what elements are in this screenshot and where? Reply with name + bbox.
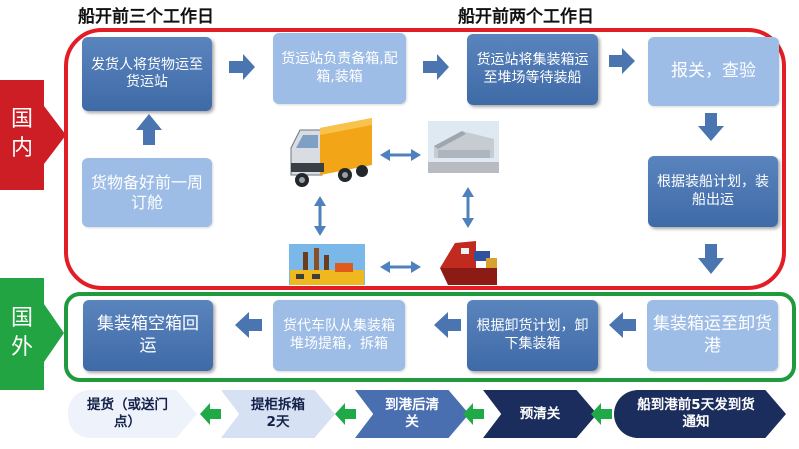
timeline-step-delivery: 提货（或送门点） — [68, 390, 197, 438]
step-booking: 货物备好前一周订舱 — [82, 158, 212, 227]
timeline-step-delivery-label: 提货（或送门点） — [87, 397, 168, 430]
timeline-step-preclear: 预清关 — [483, 390, 597, 438]
ship-icon — [440, 241, 497, 285]
step-container-to-yard: 货运站将集装箱运至堆场等待装船 — [467, 34, 598, 105]
timeline-step-preclear-label: 预清关 — [519, 405, 561, 422]
warehouse-icon — [428, 121, 499, 173]
step-forwarder: 货代车队从集装箱堆场提箱，拆箱 — [273, 300, 405, 371]
domestic-tab-pointer — [44, 106, 66, 164]
step-return-empty: 集装箱空箱回运 — [83, 300, 213, 371]
timeline-step-notice: 船到港前5天发到货通知 — [614, 390, 786, 438]
arrow-right-3 — [609, 48, 635, 74]
region-foreign-label: 国外 — [10, 306, 33, 360]
step-station-packing: 货运站负责备箱,配箱,装箱 — [273, 33, 406, 104]
arrow-left-2 — [434, 312, 461, 338]
header-three-days: 船开前三个工作日 — [78, 7, 214, 27]
foreign-tab-pointer — [44, 304, 64, 362]
timeline-step-clearance-label: 到港后清关 — [385, 397, 439, 430]
link-warehouse-ship-head-down — [462, 218, 474, 228]
foreign-frame — [64, 292, 796, 382]
factory-icon — [289, 244, 365, 285]
step-arrive-port: 集装箱运至卸货港 — [647, 300, 778, 371]
link-truck-factory-head-down — [314, 226, 326, 236]
step-customs: 报关，查验 — [648, 37, 779, 106]
arrow-left-1 — [609, 312, 636, 338]
timeline-step-clearance: 到港后清关 — [355, 390, 469, 438]
step-ship-to-station: 发货人将货物运至货运站 — [82, 37, 212, 111]
header-two-days: 船开前两个工作日 — [458, 7, 594, 27]
region-domestic-tab: 国内 — [0, 80, 44, 190]
link-truck-factory-head-up — [314, 196, 326, 206]
arrow-left-3 — [235, 312, 262, 338]
timeline-step-pickup-container: 提柜拆箱2天 — [221, 390, 335, 438]
region-foreign-tab: 国外 — [0, 278, 44, 390]
link-warehouse-ship-head-up — [462, 187, 474, 197]
step-unload: 根据卸货计划，卸下集装箱 — [467, 300, 598, 371]
truck-icon — [290, 118, 372, 187]
region-domestic-label: 国内 — [10, 107, 33, 161]
arrow-right-1 — [229, 54, 255, 80]
step-loading: 根据装船计划，装船出运 — [648, 156, 778, 227]
link-truck-warehouse-head-right — [411, 149, 421, 161]
timeline-step-pickup-container-label: 提柜拆箱2天 — [251, 397, 305, 430]
timeline-step-notice-label: 船到港前5天发到货通知 — [637, 397, 755, 430]
link-factory-ship-head-right — [411, 261, 421, 273]
domestic-frame — [64, 28, 786, 290]
arrow-up-booking — [136, 114, 162, 145]
link-truck-warehouse-head-left — [380, 149, 390, 161]
link-factory-ship-head-left — [380, 261, 390, 273]
arrow-right-2 — [423, 54, 449, 80]
arrow-down-loading — [698, 244, 724, 274]
arrow-down-customs — [698, 113, 724, 141]
